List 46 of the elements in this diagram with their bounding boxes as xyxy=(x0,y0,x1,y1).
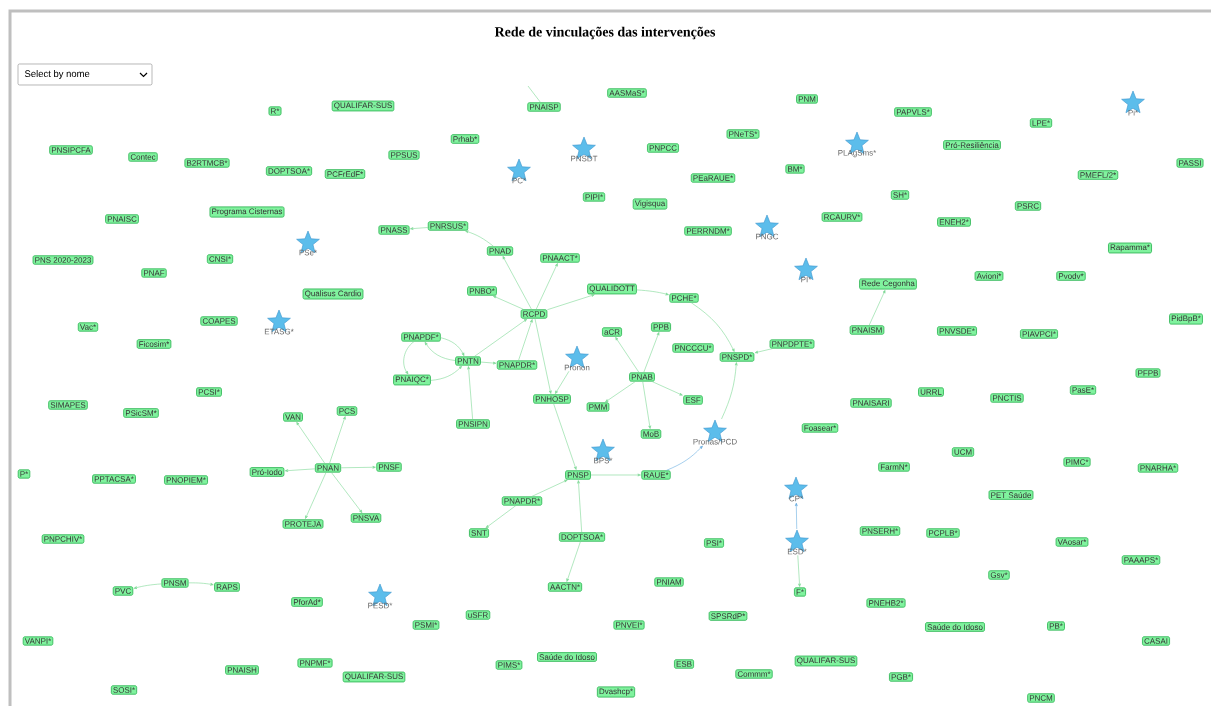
arrow xyxy=(590,473,641,477)
arrow xyxy=(547,294,595,311)
arrow xyxy=(794,502,798,530)
arrow xyxy=(410,227,429,230)
arrow xyxy=(467,366,473,420)
arrow xyxy=(636,289,669,296)
arrow xyxy=(577,480,582,533)
dropdown-select: Select by nome xyxy=(17,63,153,86)
arrow xyxy=(296,421,326,464)
arrow xyxy=(331,472,363,513)
arrow xyxy=(480,361,497,365)
connector-line xyxy=(527,85,541,103)
arrow xyxy=(518,319,533,361)
arrow xyxy=(534,318,552,394)
arrow xyxy=(493,295,524,310)
arrow xyxy=(721,362,738,420)
arrow xyxy=(305,472,327,519)
arrow xyxy=(797,555,801,587)
arrow xyxy=(329,416,346,464)
arrow xyxy=(651,381,683,396)
arrow xyxy=(440,337,465,356)
arrow xyxy=(340,465,376,469)
arrow xyxy=(485,505,517,529)
arrow xyxy=(553,403,577,470)
arrow xyxy=(642,381,652,429)
arrow xyxy=(555,370,570,394)
arrow xyxy=(754,348,773,354)
arrow xyxy=(868,290,886,326)
arrow xyxy=(284,468,316,472)
arrow xyxy=(690,302,735,352)
arrow xyxy=(403,341,415,375)
arrow xyxy=(605,381,636,403)
arrow xyxy=(465,230,494,247)
arrow xyxy=(424,341,456,361)
arrow xyxy=(430,365,462,381)
arrow xyxy=(474,318,528,357)
arrow xyxy=(531,479,568,497)
arrow xyxy=(502,256,532,310)
arrow xyxy=(643,332,660,373)
arrow xyxy=(666,445,703,471)
arrow xyxy=(615,337,640,373)
title: Rede de vinculações das intervenções xyxy=(494,26,716,40)
arrow xyxy=(566,541,581,582)
arrow xyxy=(188,582,214,586)
arrow xyxy=(133,583,162,589)
arrow xyxy=(535,263,558,310)
